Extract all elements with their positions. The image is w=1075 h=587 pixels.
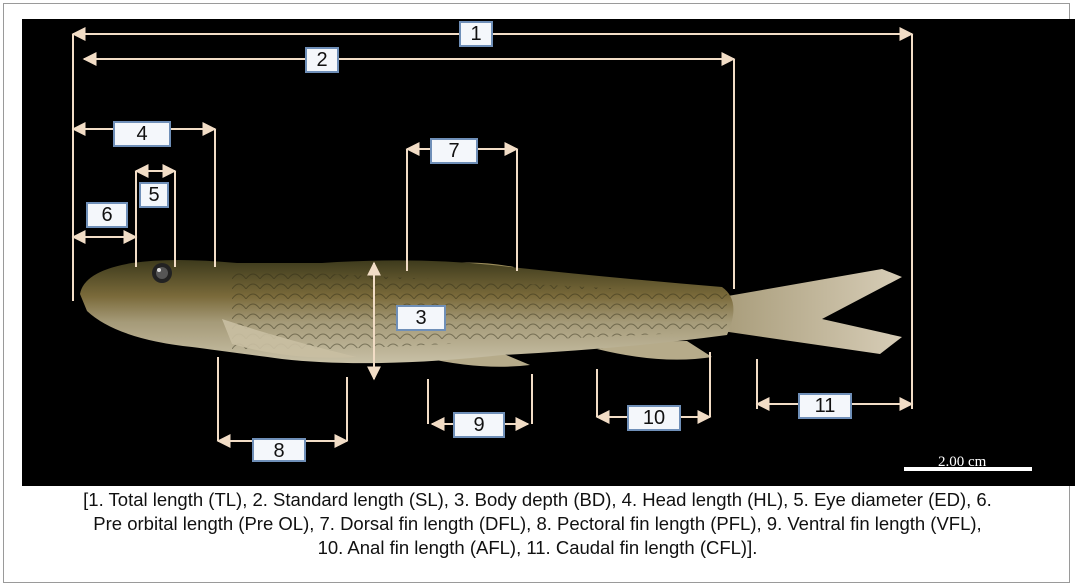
label-1: 1 (459, 21, 493, 47)
label-5: 5 (139, 182, 169, 208)
measurement-diagram (22, 19, 1075, 486)
measurement-lines (73, 34, 912, 441)
caudal-fin (722, 269, 902, 354)
label-7: 7 (430, 138, 478, 164)
label-3: 3 (396, 305, 446, 331)
label-2: 2 (305, 47, 339, 73)
fish-illustration (80, 260, 902, 367)
scale-bar-label: 2.00 cm (938, 454, 986, 471)
label-4: 4 (113, 121, 171, 147)
fish-photo: 1 2 4 7 5 6 3 8 9 10 11 2.00 cm (22, 19, 1075, 486)
label-9: 9 (453, 412, 505, 438)
label-11: 11 (798, 393, 852, 419)
label-10: 10 (627, 405, 681, 431)
label-6: 6 (86, 202, 128, 228)
label-8: 8 (252, 438, 306, 462)
figure-caption: [1. Total length (TL), 2. Standard lengt… (0, 488, 1075, 560)
